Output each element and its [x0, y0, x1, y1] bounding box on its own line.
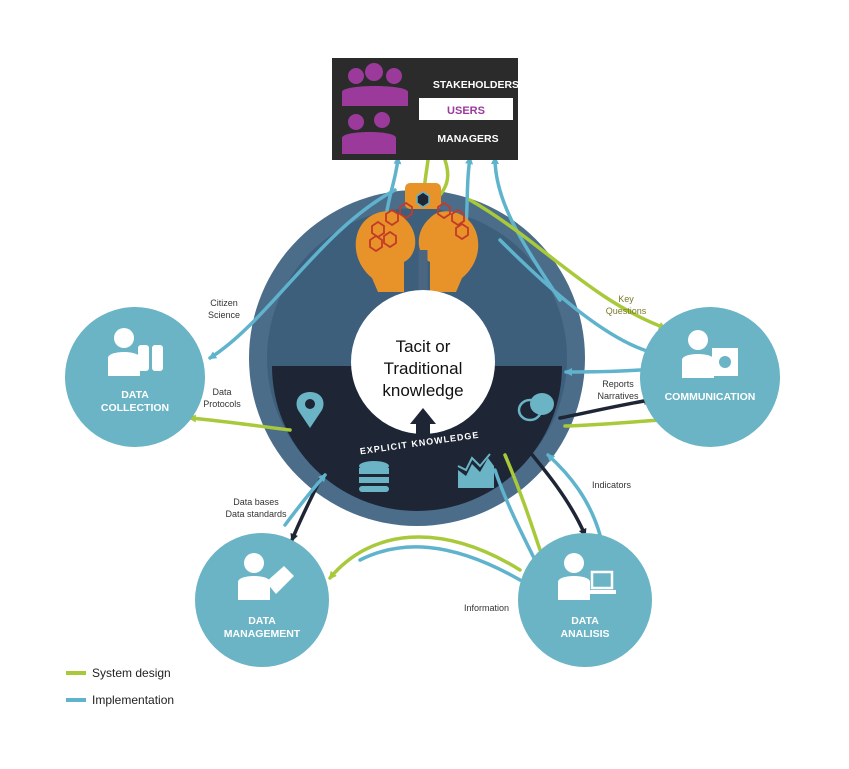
- hexagons-icon: [369, 201, 469, 253]
- node-data-collection: DATA COLLECTION: [65, 307, 205, 447]
- key-questions-arrow: [468, 198, 667, 330]
- citizen-science-arrow: [208, 188, 397, 360]
- communication-title: COMMUNICATION: [665, 391, 756, 403]
- implementation-label: Implementation: [92, 693, 175, 707]
- database-icon: [359, 461, 389, 492]
- line-chart-icon: [457, 453, 494, 488]
- node-data-management: DATA MANAGEMENT: [195, 533, 329, 667]
- thinking-heads: [355, 183, 479, 318]
- databases-label-1: Data bases: [233, 497, 279, 507]
- person-presentation-icon: [682, 330, 738, 378]
- managers-people-icon: [342, 112, 396, 154]
- protocols-label-2: Protocols: [203, 399, 241, 409]
- stakeholders-box: STAKEHOLDERS USERS MANAGERS: [332, 58, 519, 160]
- node-communication: COMMUNICATION: [640, 307, 780, 447]
- group-people-icon: [342, 63, 408, 106]
- analysis-title-1: DATA: [571, 615, 599, 627]
- citizen-label-2: Science: [208, 310, 240, 320]
- data-bases-arrow: [283, 473, 327, 527]
- location-pin-icon: [296, 392, 324, 428]
- blue-to-analysis: [493, 468, 537, 562]
- management-title-1: DATA: [248, 615, 276, 627]
- head-left-icon: [355, 211, 416, 292]
- comm-blue-line: [498, 238, 652, 354]
- citizen-label-1: Citizen: [210, 298, 238, 308]
- head-right-icon: [418, 211, 479, 292]
- info-blue-line: [358, 545, 522, 582]
- arrow-up-icon: [410, 408, 436, 424]
- reports-arrow: [564, 367, 642, 376]
- tacit-line3: knowledge: [382, 381, 463, 400]
- implementation-swatch: [66, 698, 86, 702]
- legend-implementation: Implementation: [66, 693, 174, 707]
- dark-to-analysis: [518, 438, 587, 537]
- legend-system-design: System design: [66, 666, 171, 680]
- tacit-line2: Traditional: [384, 359, 463, 378]
- key-label-1: Key: [618, 294, 634, 304]
- tacit-circle: [351, 290, 495, 434]
- key-label-2: Questions: [606, 306, 647, 316]
- dark-to-communication: [558, 397, 652, 420]
- system-design-label: System design: [92, 666, 171, 680]
- green-from-users: [438, 158, 450, 197]
- information-label: Information: [464, 603, 509, 613]
- users-label: USERS: [447, 105, 485, 117]
- analysis-title-2: ANALISIS: [560, 628, 609, 640]
- green-to-analysis: [503, 453, 542, 552]
- edge-labels: Citizen Science Data Protocols Key Quest…: [203, 294, 647, 613]
- band-icons: [296, 392, 554, 492]
- data-protocols-arrow: [188, 414, 292, 432]
- reports-label-1: Reports: [602, 379, 634, 389]
- person-binoculars-icon: [108, 328, 163, 376]
- collection-title-2: COLLECTION: [101, 402, 169, 414]
- indicators-arrow: [546, 453, 602, 537]
- tacit-knowledge: Tacit or Traditional knowledge: [351, 290, 495, 438]
- person-laptop-icon: [558, 553, 616, 600]
- person-tag-icon: [238, 553, 294, 600]
- system-design-swatch: [66, 671, 86, 675]
- collection-title-1: DATA: [121, 389, 149, 401]
- arrow-to-stakeholders-3: [491, 156, 562, 302]
- tacit-line1: Tacit or: [396, 337, 451, 356]
- information-arrow: [328, 535, 522, 580]
- chat-bubbles-icon: [517, 393, 554, 422]
- stakeholders-label: STAKEHOLDERS: [433, 79, 519, 91]
- databases-label-2: Data standards: [225, 509, 287, 519]
- green-to-communication: [563, 418, 662, 428]
- protocols-label-1: Data: [212, 387, 231, 397]
- managers-label: MANAGERS: [437, 133, 498, 145]
- reports-label-2: Narratives: [597, 391, 639, 401]
- management-title-2: MANAGEMENT: [224, 628, 301, 640]
- users-highlight: [419, 98, 513, 120]
- node-data-analysis: DATA ANALISIS: [518, 533, 652, 667]
- indicators-label: Indicators: [592, 480, 632, 490]
